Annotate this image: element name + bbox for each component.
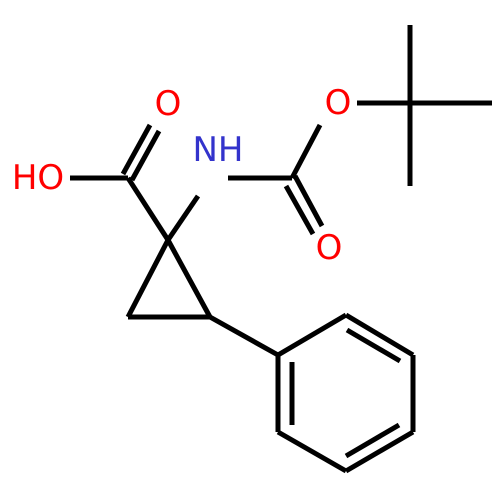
bond-ph-4-5 <box>344 429 415 474</box>
acid-carbonyl-oxygen-label: O <box>155 84 182 124</box>
bond-ring-c1-c2 <box>125 238 171 319</box>
ester-oxygen-label: O <box>325 83 352 123</box>
bond-ph-inner-a <box>345 327 402 364</box>
bond-carbonyl-c-o-double-2 <box>283 184 316 236</box>
bond-ph-2-3 <box>344 312 415 358</box>
bond-ph-inner-b <box>344 422 401 459</box>
bond-acid-c-o-double-2 <box>120 123 153 176</box>
bond-ring-phenyl <box>208 314 280 358</box>
bond-o-carbonyl-c <box>289 123 323 180</box>
carboxylic-acid <box>70 123 171 242</box>
carbamate-carbonyl-oxygen-label: O <box>316 228 343 268</box>
cyclopropane-ring <box>125 238 280 358</box>
hydroxyl-label: HO <box>12 158 64 198</box>
bond-ph-1-2 <box>276 312 348 358</box>
bond-n-quaternary-c <box>165 194 201 242</box>
phenyl-ring <box>275 312 416 474</box>
bond-acid-c-o-double-1 <box>129 129 162 182</box>
bond-ph-5-6 <box>276 429 348 474</box>
bond-carbonyl-c-o-double-1 <box>292 174 325 228</box>
tert-butyl-group <box>357 25 492 186</box>
bond-quaternary-c-acid-c <box>125 176 171 242</box>
boc-carbamate <box>165 123 325 242</box>
amine-label: NH <box>193 130 244 170</box>
bond-ring-c3-c1 <box>165 238 213 319</box>
